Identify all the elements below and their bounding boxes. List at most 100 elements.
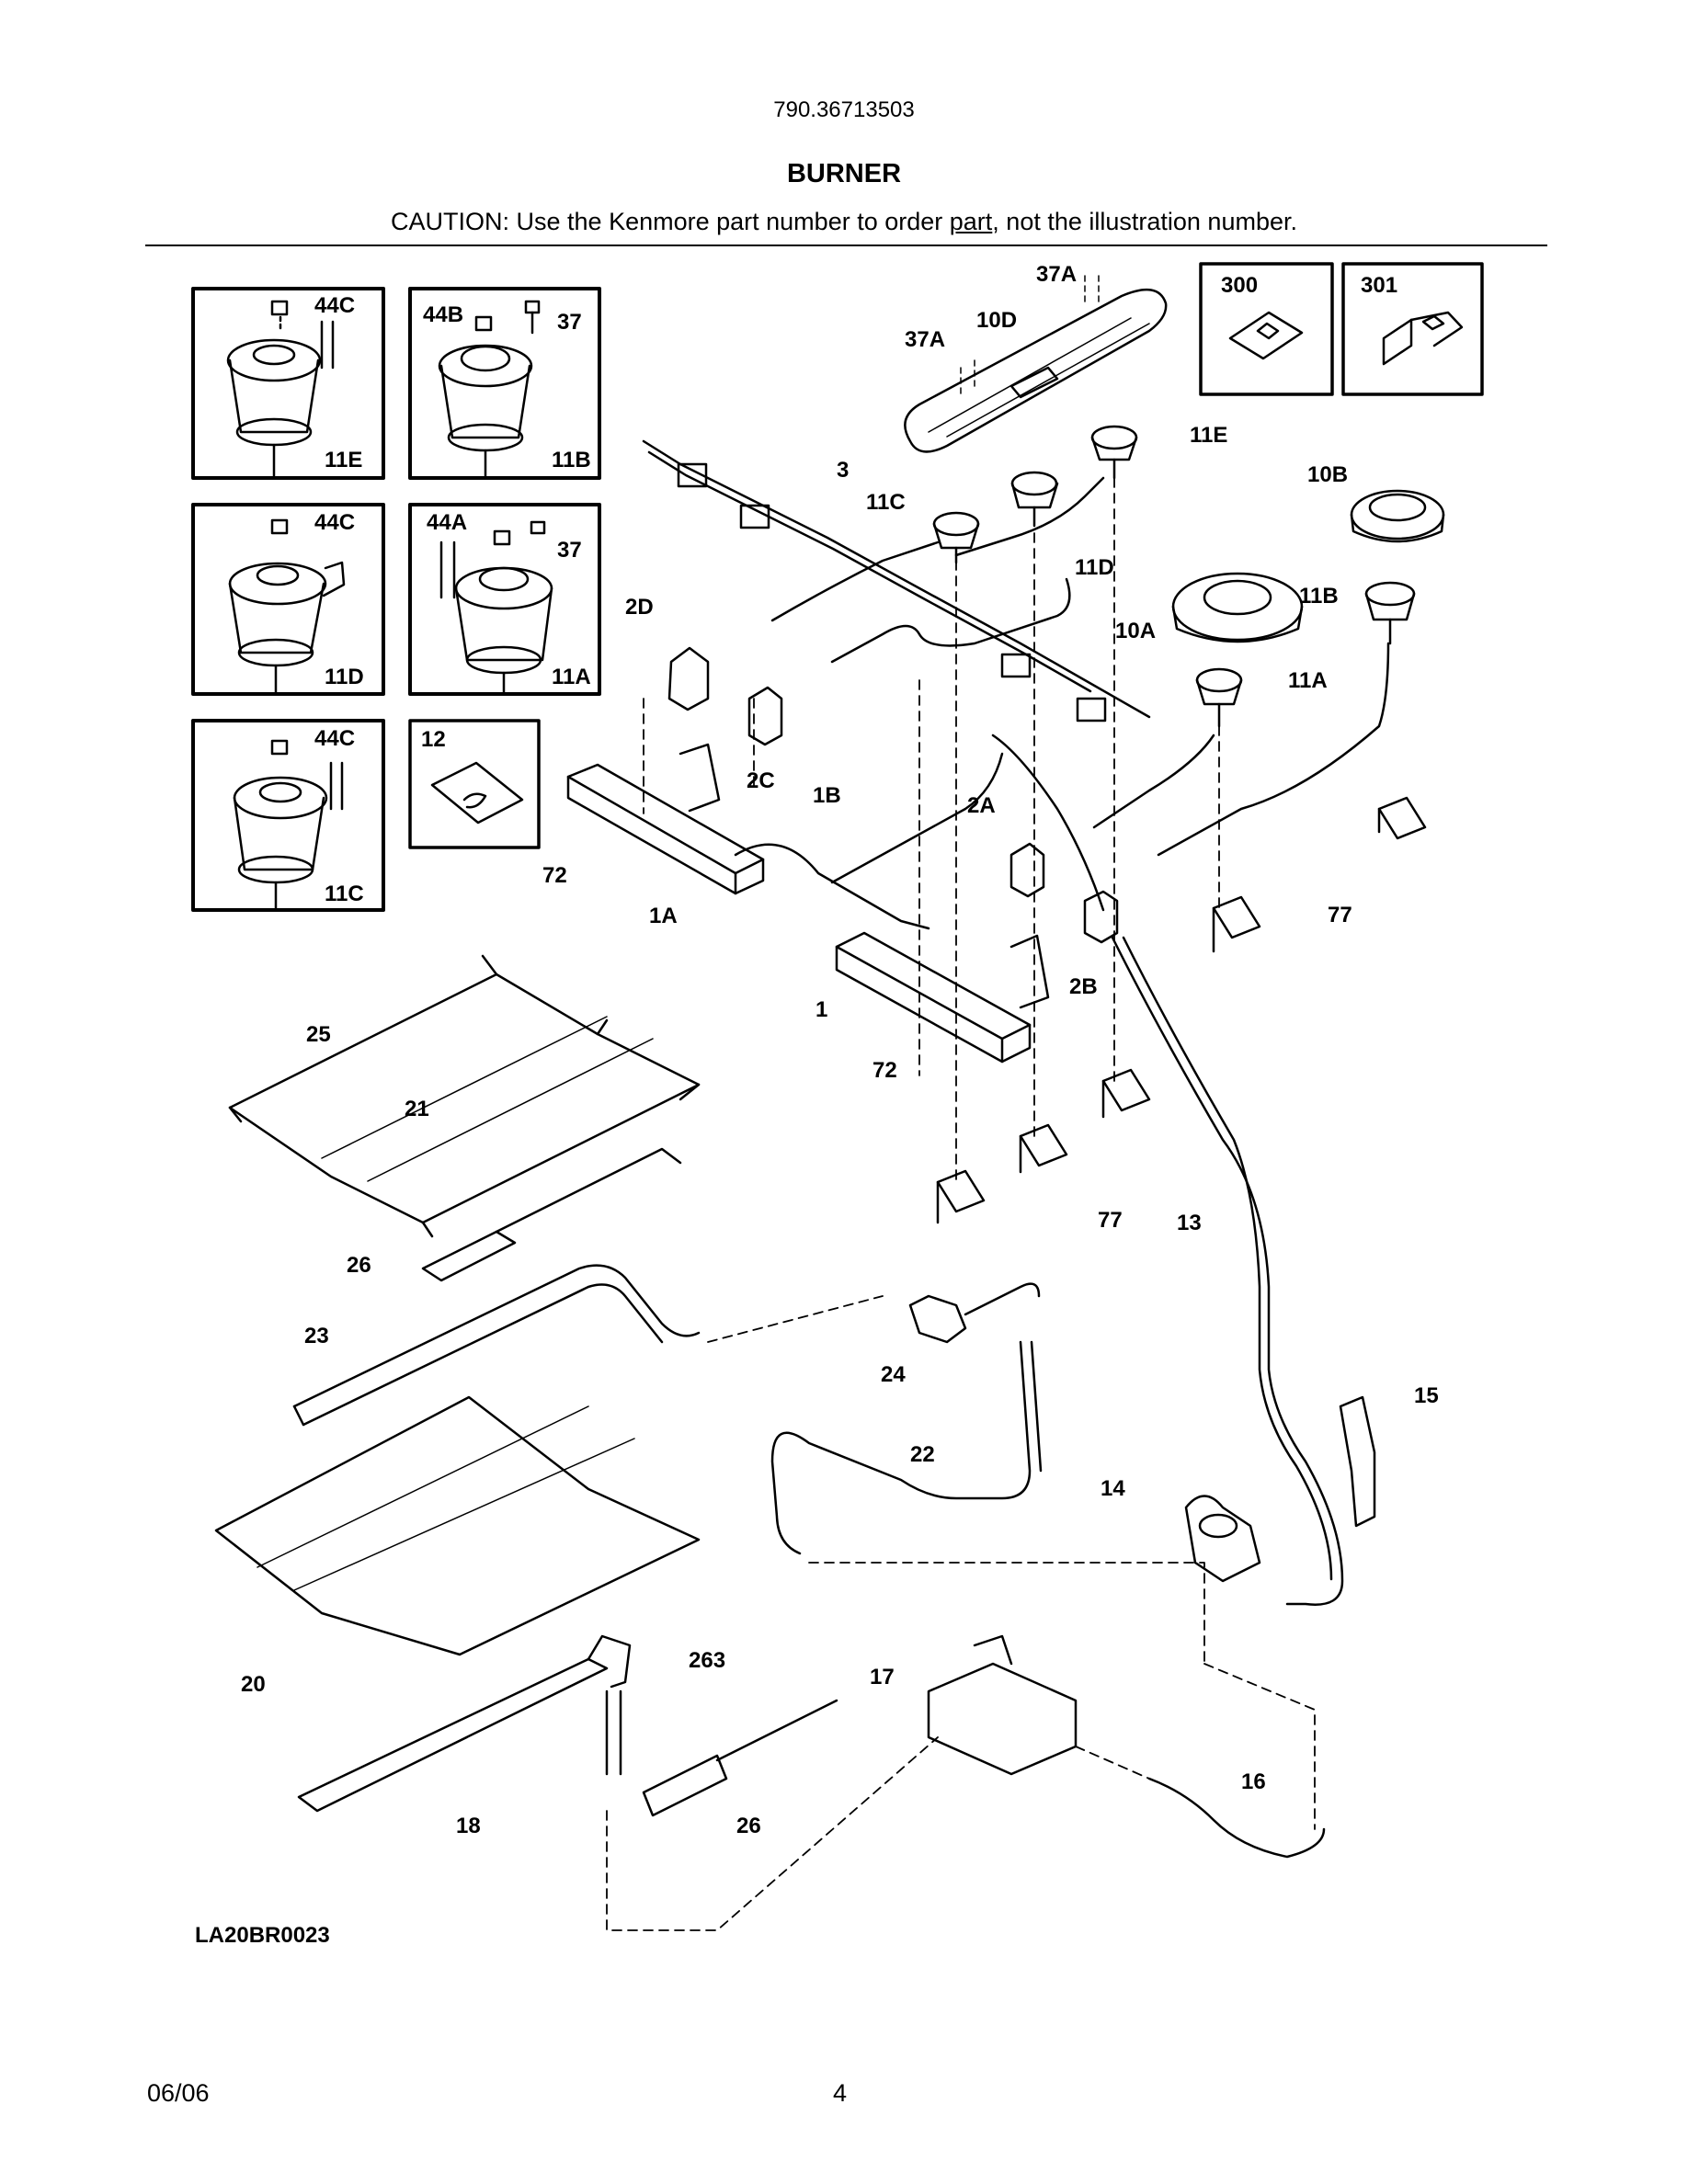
callout-1b-14: 1B bbox=[813, 783, 841, 808]
burner-head-11d bbox=[1010, 471, 1059, 528]
callout-1-18: 1 bbox=[815, 997, 827, 1022]
page-title: BURNER bbox=[786, 159, 902, 188]
burner-ring-10b bbox=[1350, 489, 1445, 543]
callout-11a-12: 11A bbox=[1288, 668, 1328, 693]
inset-1-label-1: 44C bbox=[314, 293, 355, 318]
inset-3-label-1: 300 bbox=[1221, 273, 1258, 298]
callout-10d-3: 10D bbox=[976, 308, 1017, 333]
footer-date: 06/06 bbox=[147, 2079, 210, 2107]
burner-head-11b bbox=[1364, 581, 1416, 645]
callout-26-37: 26 bbox=[736, 1814, 761, 1838]
inset-300 bbox=[1199, 262, 1334, 396]
callout-20-32: 20 bbox=[241, 1672, 266, 1697]
inset-8-label-1: 12 bbox=[421, 727, 446, 752]
manifold-1 bbox=[835, 931, 1050, 1064]
callout-16-35: 16 bbox=[1241, 1769, 1266, 1794]
valve-2d bbox=[667, 646, 710, 711]
callout-25-21: 25 bbox=[306, 1022, 331, 1047]
caution-part-link: part bbox=[949, 208, 993, 235]
inset-11d bbox=[191, 503, 385, 696]
callout-11e-4: 11E bbox=[1190, 423, 1227, 448]
footer-page-number: 4 bbox=[833, 2079, 848, 2107]
callout-72-16: 72 bbox=[542, 863, 567, 888]
burner-ring-10a bbox=[1171, 572, 1304, 643]
inset-11b bbox=[408, 287, 601, 480]
valve-2c bbox=[747, 686, 783, 746]
inset-1-label-2: 11E bbox=[325, 448, 362, 472]
callout-2a-15: 2A bbox=[967, 793, 996, 818]
inset-301 bbox=[1341, 262, 1484, 396]
oven-tube-22 bbox=[770, 1340, 1032, 1555]
callout-37a-2: 37A bbox=[905, 327, 945, 352]
burner-head-11e bbox=[1090, 425, 1138, 480]
callout-3-5: 3 bbox=[837, 458, 849, 483]
burner-head-11a bbox=[1195, 667, 1243, 728]
callout-72-23: 72 bbox=[873, 1058, 897, 1083]
inset-2-label-2: 37 bbox=[557, 310, 582, 335]
inset-11c bbox=[191, 719, 385, 912]
bracket-77-lower bbox=[936, 1068, 1151, 1224]
valve-2b bbox=[1083, 890, 1119, 944]
callout-11b-9: 11B bbox=[1299, 584, 1339, 609]
inset-2-label-3: 11B bbox=[552, 448, 591, 472]
callout-22-30: 22 bbox=[910, 1442, 935, 1467]
caution-text: CAUTION: Use the Kenmore part number to … bbox=[0, 208, 1688, 236]
callout-10b-7: 10B bbox=[1307, 462, 1348, 487]
caution-before: CAUTION: Use the Kenmore part number to … bbox=[391, 208, 950, 235]
callout-13-25: 13 bbox=[1177, 1211, 1202, 1235]
regulator-14 bbox=[1184, 1495, 1261, 1583]
callout-77-24: 77 bbox=[1098, 1208, 1123, 1233]
inset-5-label-2: 11D bbox=[325, 665, 364, 689]
callout-77-20: 77 bbox=[1328, 903, 1352, 927]
fitting-24 bbox=[908, 1294, 967, 1344]
igniter-26-lower bbox=[642, 1754, 728, 1817]
header-rule bbox=[145, 245, 1547, 246]
callout-15-29: 15 bbox=[1414, 1383, 1439, 1408]
inset-6-label-3: 11A bbox=[552, 665, 591, 689]
callout-26-26: 26 bbox=[347, 1253, 371, 1278]
inset-12 bbox=[408, 719, 541, 849]
inset-5-label-1: 44C bbox=[314, 510, 355, 535]
safety-valve-17 bbox=[927, 1662, 1078, 1776]
valve-2a bbox=[1009, 842, 1045, 898]
inset-7-label-1: 44C bbox=[314, 726, 355, 751]
inset-11e bbox=[191, 287, 385, 480]
bracket-15 bbox=[1339, 1395, 1376, 1528]
callout-24-28: 24 bbox=[881, 1362, 906, 1387]
callout-18-36: 18 bbox=[456, 1814, 481, 1838]
callout-1a-17: 1A bbox=[649, 904, 678, 928]
wire-harness-3 bbox=[642, 439, 1151, 719]
bracket-77-upper bbox=[1212, 796, 1427, 953]
callout-263-33: 263 bbox=[689, 1648, 725, 1673]
callout-2c-13: 2C bbox=[747, 768, 775, 793]
callout-2b-19: 2B bbox=[1069, 974, 1098, 999]
inset-6-label-2: 37 bbox=[557, 538, 582, 563]
callout-37a-1: 37A bbox=[1036, 262, 1077, 287]
inset-2-label-1: 44B bbox=[423, 302, 463, 327]
burner-tube-23 bbox=[292, 1264, 701, 1408]
manifold-1a bbox=[566, 743, 765, 895]
callout-21-22: 21 bbox=[405, 1097, 429, 1121]
igniter-26-upper bbox=[421, 1230, 517, 1282]
model-number: 790.36713503 bbox=[773, 97, 915, 122]
callout-23-27: 23 bbox=[304, 1324, 329, 1348]
drawing-code: LA20BR0023 bbox=[195, 1923, 330, 1948]
oven-shield-20 bbox=[214, 1395, 701, 1656]
tube-16 bbox=[1147, 1777, 1326, 1859]
tube-13 bbox=[1111, 936, 1344, 1606]
callout-2d-10: 2D bbox=[625, 595, 654, 620]
oven-burner-18 bbox=[297, 1657, 609, 1813]
inset-6-label-1: 44A bbox=[427, 510, 467, 535]
callout-11d-8: 11D bbox=[1075, 555, 1114, 580]
inset-11a bbox=[408, 503, 601, 696]
callout-17-34: 17 bbox=[870, 1665, 895, 1689]
callout-10a-11: 10A bbox=[1115, 619, 1156, 643]
heat-shield-25 bbox=[228, 973, 701, 1224]
callout-14-31: 14 bbox=[1101, 1476, 1125, 1501]
caution-after: , not the illustration number. bbox=[992, 208, 1297, 235]
burner-cap-10d bbox=[904, 288, 1168, 453]
callout-11c-6: 11C bbox=[866, 490, 906, 515]
inset-4-label-1: 301 bbox=[1361, 273, 1397, 298]
inset-7-label-2: 11C bbox=[325, 882, 364, 906]
